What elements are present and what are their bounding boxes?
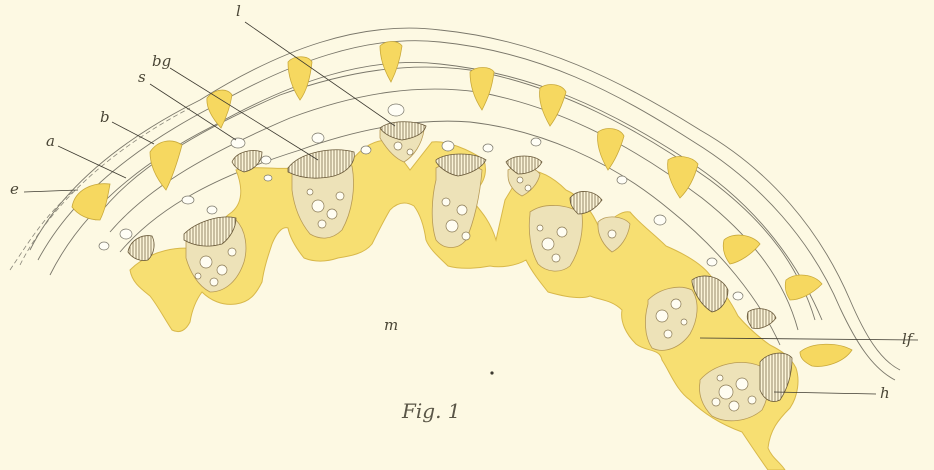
label-b: b (100, 108, 110, 126)
gland (700, 362, 768, 420)
leader-e (24, 190, 78, 192)
speck (490, 371, 493, 374)
cone (207, 90, 232, 128)
cone (785, 275, 822, 300)
leader-l (245, 22, 395, 126)
label-lf: lf (902, 330, 915, 348)
label-h: h (880, 384, 890, 402)
label-m: m (384, 316, 398, 334)
cone (800, 344, 852, 366)
leader-a (58, 146, 126, 178)
cone (380, 42, 402, 83)
cone (288, 57, 312, 100)
hatched-band (570, 191, 602, 214)
cone (723, 235, 760, 264)
label-bg: bg (152, 52, 171, 70)
label-e: e (10, 180, 19, 198)
label-l: l (236, 2, 241, 20)
figure-caption: Fig. 1 (401, 399, 461, 423)
label-s: s (138, 68, 146, 86)
cone (470, 68, 494, 111)
hatched-band (747, 309, 776, 329)
label-a: a (46, 132, 55, 150)
cone (150, 141, 182, 190)
cone (540, 85, 566, 126)
cone (72, 184, 110, 220)
